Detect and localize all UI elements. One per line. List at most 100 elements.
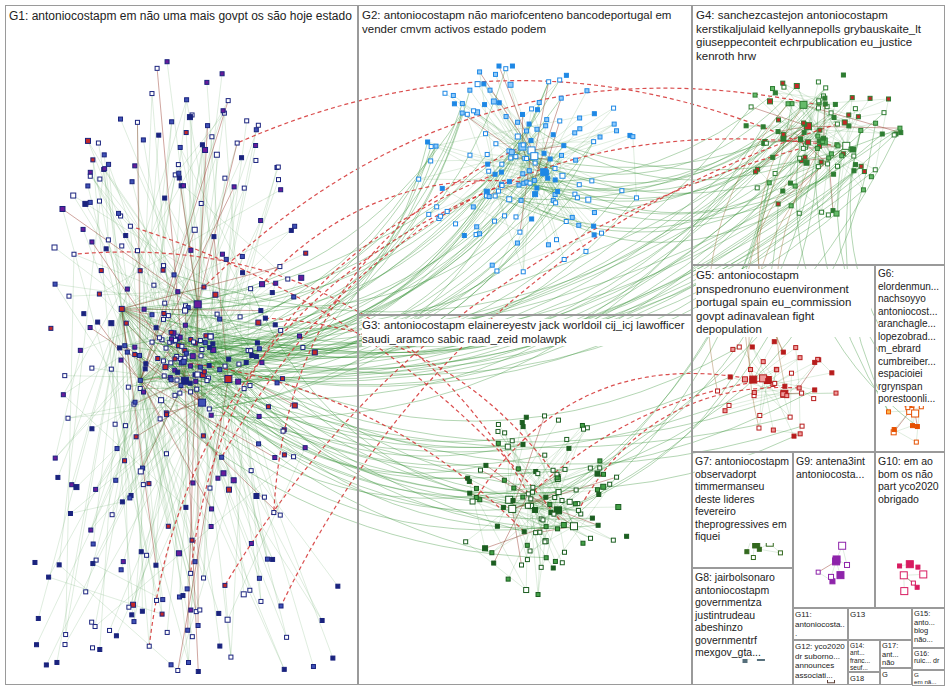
- vertex-square: [495, 524, 499, 528]
- vertex-square: [93, 625, 97, 629]
- vertex-square: [758, 413, 762, 417]
- vertex-square: [573, 131, 577, 135]
- vertex-square: [842, 120, 847, 125]
- vertex-square: [869, 175, 873, 179]
- vertex-square: [156, 357, 160, 361]
- vertex-square: [249, 287, 253, 291]
- vertex-square: [556, 189, 560, 193]
- vertex-square: [187, 661, 191, 665]
- vertex-square: [782, 85, 786, 89]
- vertex-square: [478, 70, 482, 74]
- vertex-square: [589, 536, 593, 540]
- vertex-square: [199, 354, 203, 358]
- cross-group-edge: [185, 104, 462, 311]
- vertex-square: [209, 524, 213, 528]
- vertex-square: [86, 184, 90, 188]
- vertex-square: [595, 488, 599, 492]
- vertex-square: [794, 346, 798, 350]
- vertex-square: [223, 583, 227, 587]
- intra-group-edge: [436, 146, 534, 180]
- vertex-square: [141, 390, 145, 394]
- intra-group-edge: [198, 125, 259, 304]
- vertex-square: [180, 344, 184, 348]
- vertex-square: [887, 410, 891, 414]
- vertex-square: [195, 387, 199, 391]
- vertex-square: [563, 467, 567, 471]
- vertex-square: [516, 467, 520, 471]
- vertex-square: [108, 628, 112, 632]
- intra-group-edge: [70, 502, 122, 514]
- group-panel: G2: antoniocostapm não mariofcenteno ban…: [358, 5, 692, 315]
- vertex-square: [802, 121, 806, 125]
- vertex-square: [505, 444, 510, 449]
- vertex-square: [601, 484, 606, 489]
- cross-group-edge: [498, 163, 806, 229]
- group-label: G13: [850, 610, 865, 620]
- intra-group-edge: [509, 490, 597, 500]
- intra-group-edge: [190, 117, 198, 304]
- vertex-square: [109, 321, 114, 326]
- vertex-square: [217, 611, 221, 615]
- vertex-square: [716, 389, 720, 393]
- vertex-square: [766, 379, 771, 384]
- vertex-square: [454, 222, 458, 226]
- vertex-square: [166, 524, 170, 528]
- vertex-square: [90, 240, 94, 244]
- vertex-square: [161, 268, 165, 272]
- vertex-square: [235, 141, 239, 145]
- vertex-square: [521, 143, 525, 147]
- vertex-square: [133, 400, 137, 404]
- intra-group-edge: [759, 549, 780, 553]
- vertex-square: [530, 217, 534, 221]
- vertex-square: [574, 488, 578, 492]
- intra-group-edge: [92, 242, 202, 403]
- vertex-square: [106, 238, 110, 242]
- vertex-square: [279, 328, 283, 332]
- vertex-square: [800, 424, 804, 428]
- vertex-square: [242, 387, 246, 391]
- vertex-square: [88, 174, 92, 178]
- vertex-square: [115, 447, 119, 451]
- intra-group-edge: [88, 141, 229, 490]
- vertex-square: [818, 128, 822, 132]
- vertex-square: [147, 644, 151, 648]
- vertex-square: [524, 415, 528, 419]
- vertex-square: [185, 98, 189, 102]
- vertex-square: [248, 384, 252, 388]
- vertex-square: [832, 116, 836, 120]
- vertex-square: [788, 415, 792, 419]
- vertex-square: [555, 476, 559, 480]
- vertex-square: [912, 410, 919, 417]
- vertex-square: [191, 481, 195, 485]
- vertex-square: [496, 441, 500, 445]
- vertex-square: [163, 365, 168, 370]
- intra-group-edge: [55, 350, 80, 458]
- group-label: G9: antena3int antoniocosta...: [796, 455, 872, 480]
- vertex-square: [66, 416, 70, 420]
- intra-group-edge: [496, 142, 594, 144]
- vertex-square: [49, 326, 53, 330]
- vertex-square: [189, 608, 193, 612]
- vertex-square: [556, 490, 561, 495]
- vertex-square: [161, 317, 165, 321]
- vertex-square: [757, 426, 761, 430]
- intra-group-edge: [534, 98, 561, 180]
- vertex-square: [850, 96, 854, 100]
- vertex-square: [834, 211, 839, 216]
- vertex-square: [279, 188, 283, 192]
- vertex-square: [177, 176, 181, 180]
- vertex-square: [63, 374, 67, 378]
- vertex-square: [183, 308, 188, 313]
- intra-group-edge: [490, 90, 550, 159]
- vertex-square: [133, 345, 137, 349]
- vertex-square: [132, 620, 136, 624]
- cross-group-edge: [175, 340, 523, 456]
- vertex-square: [543, 453, 547, 457]
- vertex-square: [916, 565, 920, 569]
- vertex-square: [184, 131, 188, 135]
- vertex-square: [202, 370, 206, 374]
- vertex-square: [161, 359, 165, 363]
- vertex-square: [169, 330, 173, 334]
- vertex-square: [204, 334, 208, 338]
- vertex-square: [503, 431, 507, 435]
